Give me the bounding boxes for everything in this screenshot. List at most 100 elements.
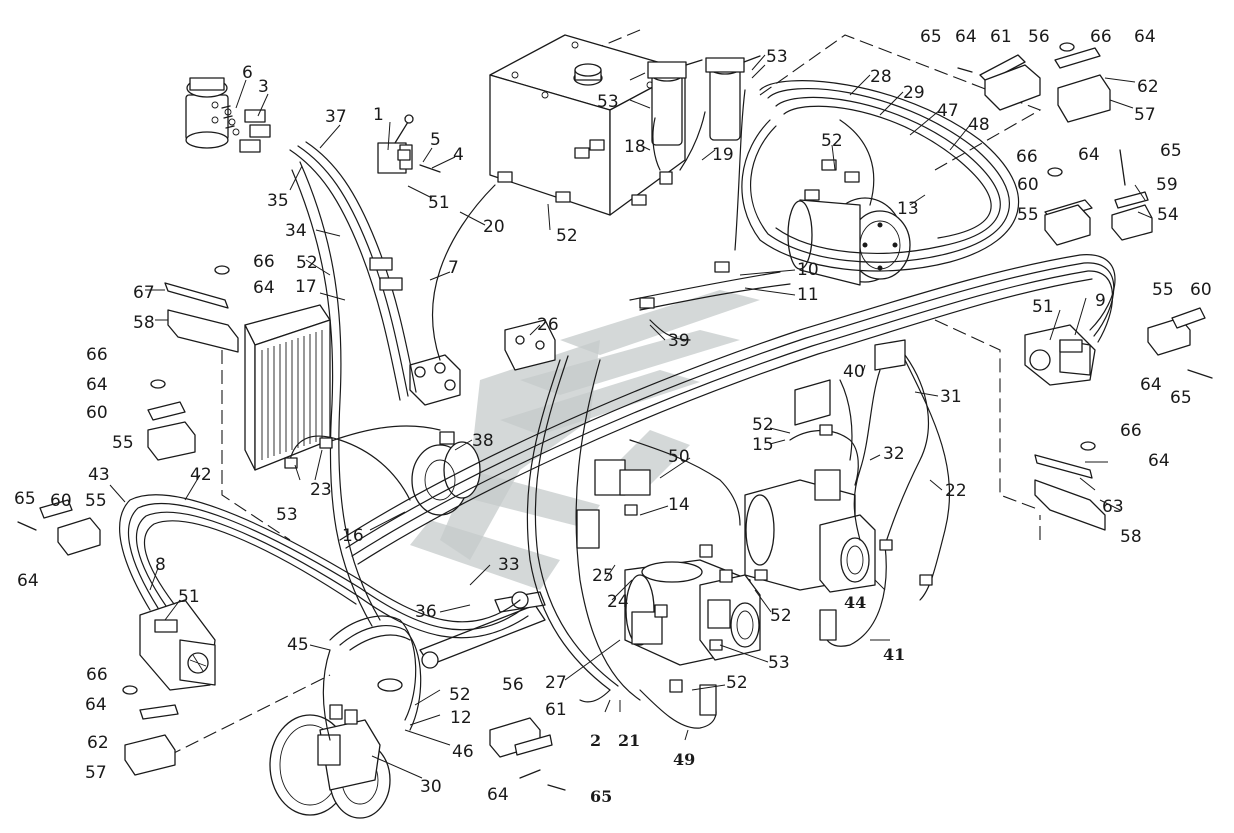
callout-52-b: 52 (556, 226, 578, 246)
callout-55-a: 55 (1152, 280, 1174, 300)
callout-18: 18 (624, 137, 646, 157)
pump-assembly-center (624, 559, 761, 666)
callout-51-a: 51 (428, 193, 450, 213)
callout-25: 25 (592, 566, 614, 586)
callout-40: 40 (843, 362, 865, 382)
callout-64-e: 64 (1148, 451, 1170, 471)
callout-43: 43 (88, 465, 110, 485)
callout-60-c: 60 (86, 403, 108, 423)
callout-51-c: 51 (1032, 297, 1054, 317)
callout-33: 33 (498, 555, 520, 575)
steering-unit (185, 77, 229, 149)
callout-5: 5 (430, 130, 441, 150)
callout-65-d: 65 (14, 489, 36, 509)
dashed-boundaries (149, 29, 1042, 766)
callout-4: 4 (453, 145, 464, 165)
callout-49: 49 (673, 750, 695, 769)
callout-62-a: 62 (1137, 77, 1159, 97)
callout-60-a: 60 (1190, 280, 1212, 300)
callout-36: 36 (415, 602, 437, 622)
callout-65-e: 65 (590, 787, 612, 806)
callout-50: 50 (668, 447, 690, 467)
callout-64-d: 64 (1140, 375, 1162, 395)
oil-cooler (244, 304, 331, 471)
callout-20: 20 (483, 217, 505, 237)
travel-motor-right (1024, 324, 1096, 386)
callout-54: 54 (1157, 205, 1179, 225)
callout-52-e: 52 (770, 606, 792, 626)
callout-26: 26 (537, 315, 559, 335)
callout-28: 28 (870, 67, 892, 87)
callout-7: 7 (448, 258, 459, 278)
solenoid-valves-mid (576, 459, 651, 549)
callout-66-a: 66 (1090, 27, 1112, 47)
callout-46: 46 (452, 742, 474, 762)
callout-37: 37 (325, 107, 347, 127)
callout-labels: 1 2 3 4 5 6 7 8 9 10 11 12 13 14 15 16 1… (14, 27, 1212, 806)
callout-2: 2 (590, 731, 601, 750)
callout-58-a: 58 (133, 313, 155, 333)
motor-38 (411, 441, 481, 516)
callout-58-b: 58 (1120, 527, 1142, 547)
callout-64-g: 64 (86, 375, 108, 395)
callout-53-d: 53 (768, 653, 790, 673)
callout-23: 23 (310, 480, 332, 500)
callout-31: 31 (940, 387, 962, 407)
callout-51-b: 51 (178, 587, 200, 607)
callout-44: 44 (844, 593, 866, 612)
callout-64-i: 64 (85, 695, 107, 715)
hydraulic-tank (489, 34, 686, 216)
callout-9: 9 (1095, 291, 1106, 311)
callout-60-b: 60 (1017, 175, 1039, 195)
callout-52-g: 52 (449, 685, 471, 705)
return-filters (647, 55, 761, 146)
callout-53-b: 53 (597, 92, 619, 112)
callout-16: 16 (342, 526, 364, 546)
callout-24: 24 (607, 592, 629, 612)
fittings-3-6 (221, 105, 271, 153)
callout-22: 22 (945, 481, 967, 501)
callout-41: 41 (883, 645, 905, 664)
callout-62-b: 62 (87, 733, 109, 753)
callout-38: 38 (472, 431, 494, 451)
callout-14: 14 (668, 495, 690, 515)
callout-64-c: 64 (1078, 145, 1100, 165)
callout-39: 39 (668, 331, 690, 351)
callout-17: 17 (295, 277, 317, 297)
callout-56-a: 56 (1028, 27, 1050, 47)
callout-56-b: 56 (502, 675, 524, 695)
wheel-motor-bottom (269, 714, 391, 819)
callout-6: 6 (242, 63, 253, 83)
callout-55-c: 55 (112, 433, 134, 453)
callout-64-h: 64 (17, 571, 39, 591)
valve-block-26 (504, 319, 556, 371)
callout-65-b: 65 (1160, 141, 1182, 161)
callout-66-f: 66 (86, 665, 108, 685)
callout-15: 15 (752, 435, 774, 455)
callout-21: 21 (618, 731, 640, 750)
callout-63: 63 (1102, 497, 1124, 517)
callout-66-c: 66 (1120, 421, 1142, 441)
callout-53-a: 53 (766, 47, 788, 67)
fittings (154, 139, 1083, 725)
callout-61-a: 61 (990, 27, 1012, 47)
callout-52-a: 52 (296, 253, 318, 273)
callout-67: 67 (133, 283, 155, 303)
callout-64-b: 64 (1134, 27, 1156, 47)
callout-11: 11 (797, 285, 819, 305)
callout-3: 3 (258, 77, 269, 97)
leader-lines (109, 54, 1153, 779)
callout-35: 35 (267, 191, 289, 211)
callout-53-c: 53 (276, 505, 298, 525)
callout-45: 45 (287, 635, 309, 655)
callout-52-d: 52 (752, 415, 774, 435)
callout-8: 8 (155, 555, 166, 575)
watermark-logo (410, 290, 760, 590)
callout-66-e: 66 (86, 345, 108, 365)
callout-42: 42 (190, 465, 212, 485)
callout-48: 48 (968, 115, 990, 135)
callout-59: 59 (1156, 175, 1178, 195)
callout-19: 19 (712, 145, 734, 165)
